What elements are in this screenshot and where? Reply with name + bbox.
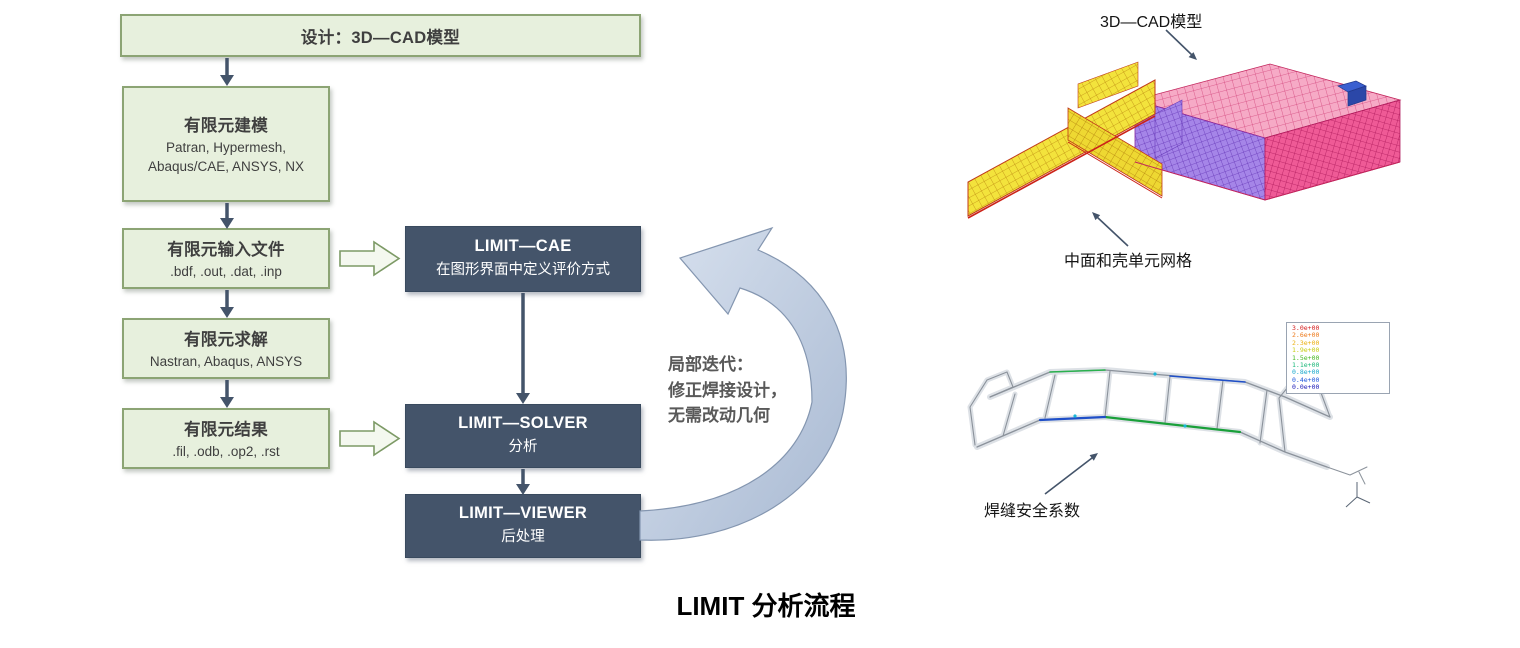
limit-viewer-box: LIMIT—VIEWER 后处理 [405, 494, 641, 558]
fe-results-title: 有限元结果 [184, 420, 268, 439]
iteration-note-line3: 无需改动几何 [668, 406, 770, 425]
weld-fringe-highlights [1038, 369, 1246, 434]
flow-arrow-limit-solver-to-viewer [516, 469, 530, 495]
iteration-note-line1: 局部迭代： [668, 355, 753, 374]
fe-solver-title: 有限元求解 [184, 330, 268, 349]
fe-modeling-box: 有限元建模 Patran, Hypermesh, Abaqus/CAE, ANS… [122, 86, 330, 202]
legend-entry: 3.0e+00 [1292, 324, 1320, 332]
legend-entry: 2.6e+00 [1292, 331, 1320, 340]
iteration-note-line2: 修正焊接设计， [668, 380, 787, 400]
legend-entry: 1.1e+00 [1292, 360, 1320, 369]
fe-modeling-tools-line1: Patran, Hypermesh, [165, 139, 287, 155]
legend-entry: 0.8e+00 [1292, 368, 1320, 377]
flow-arrow-cae-to-limit-solver [516, 293, 530, 404]
legend-entry: 1.5e+00 [1292, 353, 1320, 362]
limit-viewer-subtitle: 后处理 [501, 529, 545, 546]
limit-solver-subtitle: 分析 [508, 439, 538, 456]
cad-model-label: 3D—CAD模型 [1100, 14, 1203, 31]
design-box-label: 设计：3D—CAD模型 [300, 28, 461, 47]
weld-safety-label: 焊缝安全系数 [984, 503, 1081, 520]
legend-entry: 0.4e+00 [1292, 375, 1320, 384]
fe-results-box: 有限元结果 .fil, .odb, .op2, .rst [122, 408, 330, 469]
hollow-arrow-results-to-limit-solver [339, 420, 401, 457]
fe-modeling-title: 有限元建模 [184, 116, 268, 135]
fe-solver-tools: Nastran, Abaqus, ANSYS [149, 353, 303, 369]
limit-solver-box: LIMIT—SOLVER 分析 [405, 404, 641, 468]
legend-entry: 0.0e+00 [1292, 383, 1320, 391]
limit-viewer-title: LIMIT—VIEWER [458, 504, 588, 523]
hollow-arrow-input-to-cae [339, 240, 401, 277]
flow-arrow-solver-to-results [220, 380, 234, 408]
legend-entry: 2.3e+00 [1292, 338, 1320, 347]
flow-arrow-design-to-modeling [220, 58, 234, 86]
fe-input-box: 有限元输入文件 .bdf, .out, .dat, .inp [122, 228, 330, 289]
flow-arrow-modeling-to-input [220, 203, 234, 229]
axis-triad-icon [1345, 482, 1371, 508]
fe-input-title: 有限元输入文件 [167, 240, 285, 259]
yellow-shell-walls [967, 61, 1401, 219]
limit-cae-title: LIMIT—CAE [474, 237, 572, 256]
design-box: 设计：3D—CAD模型 [120, 14, 641, 57]
legend-entry: 1.9e+00 [1292, 346, 1320, 355]
fe-input-formats: .bdf, .out, .dat, .inp [170, 263, 282, 279]
diagram-title: LIMIT 分析流程 [676, 591, 856, 621]
fe-solver-box: 有限元求解 Nastran, Abaqus, ANSYS [122, 318, 330, 379]
limit-solver-title: LIMIT—SOLVER [458, 414, 588, 433]
cad-mesh-illustration [967, 61, 1402, 219]
iteration-note: 局部迭代： 修正焊接设计， 无需改动几何 [668, 352, 787, 429]
fe-modeling-tools-line2: Abaqus/CAE, ANSYS, NX [147, 158, 305, 174]
red-edge-line [967, 115, 1156, 219]
shell-mesh-label: 中面和壳单元网格 [1064, 253, 1193, 270]
flow-arrow-input-to-solver [220, 290, 234, 318]
limit-cae-subtitle: 在图形界面中定义评价方式 [436, 262, 610, 279]
fe-results-formats: .fil, .odb, .op2, .rst [172, 443, 280, 459]
limit-cae-box: LIMIT—CAE 在图形界面中定义评价方式 [405, 226, 641, 292]
